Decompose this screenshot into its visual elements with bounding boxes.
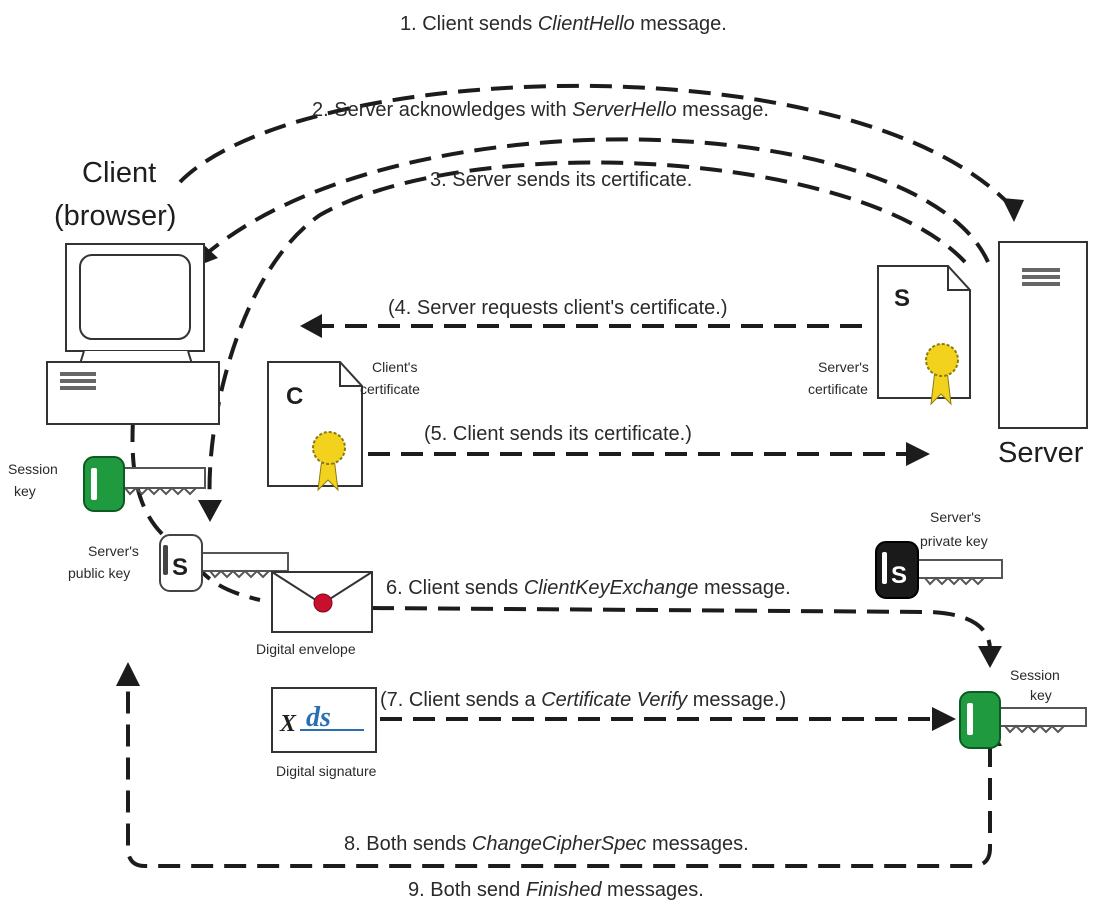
step-9-text: 9. Both send Finished messages. xyxy=(408,879,704,901)
servers-certificate-label-1: Server's xyxy=(818,359,869,375)
step-7-text: (7. Client sends a Certificate Verify me… xyxy=(380,689,786,711)
client-subtitle: (browser) xyxy=(54,200,176,232)
certificate-icon xyxy=(267,361,363,487)
clients-certificate-label-1: Client's xyxy=(372,359,417,375)
step-4-text: (4. Server requests client's certificate… xyxy=(388,297,728,319)
digital-envelope-label: Digital envelope xyxy=(256,641,356,657)
step-3-text: 3. Server sends its certificate. xyxy=(430,169,692,191)
servers-private-key-label-1: Server's xyxy=(930,509,981,525)
session-key-label-1: Session xyxy=(8,461,58,477)
seal-icon xyxy=(925,343,959,406)
signature-text: ds xyxy=(306,702,331,733)
server-title: Server xyxy=(998,437,1084,469)
arrow-step-5-head xyxy=(906,442,930,466)
session-key-server-label-2: key xyxy=(1030,687,1052,703)
seal-icon xyxy=(312,431,346,492)
arrow-step-3 xyxy=(207,160,967,506)
key-icon xyxy=(875,541,1003,599)
arrow-step-4-head xyxy=(300,314,322,338)
digital-signature-label: Digital signature xyxy=(276,763,377,779)
server-public-key-label-1: Server's xyxy=(88,543,139,559)
computer-case-icon xyxy=(46,361,220,425)
arrow-step-9-head-up xyxy=(116,662,140,686)
arrow-step-6-head xyxy=(978,646,1002,668)
arrow-step-6 xyxy=(371,606,992,651)
arrow-step-7-head xyxy=(932,707,956,731)
certificate-icon xyxy=(877,265,971,399)
key-icon xyxy=(159,534,289,592)
session-key-label-2: key xyxy=(14,483,36,499)
key-icon xyxy=(83,456,206,512)
signature-icon xyxy=(271,687,377,753)
arrow-step-3-head xyxy=(198,500,222,522)
step-2-text: 2. Server acknowledges with ServerHello … xyxy=(312,99,769,121)
step-1-text: 1. Client sends ClientHello message. xyxy=(400,13,727,35)
clients-certificate-label-2: certificate xyxy=(360,381,420,397)
server-tower-icon xyxy=(998,241,1088,429)
step-5-text: (5. Client sends its certificate.) xyxy=(424,423,692,445)
step-8-text: 8. Both sends ChangeCipherSpec messages. xyxy=(344,833,749,855)
client-title: Client xyxy=(82,157,156,189)
private-key-letter: S xyxy=(891,562,907,589)
arrow-step-2 xyxy=(203,137,990,263)
arrow-step-1 xyxy=(178,83,1012,207)
session-key-server-label-1: Session xyxy=(1010,667,1060,683)
client-cert-letter: C xyxy=(286,383,303,410)
envelope-icon xyxy=(271,571,373,633)
key-icon xyxy=(959,691,1087,749)
server-cert-letter: S xyxy=(894,285,910,312)
step-6-text: 6. Client sends ClientKeyExchange messag… xyxy=(386,577,791,599)
servers-private-key-label-2: private key xyxy=(920,533,988,549)
computer-monitor-icon xyxy=(65,243,205,365)
signature-mark: X xyxy=(279,711,297,737)
server-public-key-label-2: public key xyxy=(68,565,130,581)
public-key-letter: S xyxy=(172,554,188,581)
servers-certificate-label-2: certificate xyxy=(808,381,868,397)
arrow-step-8-9 xyxy=(126,680,992,868)
arrow-step-1-head xyxy=(1002,198,1024,222)
